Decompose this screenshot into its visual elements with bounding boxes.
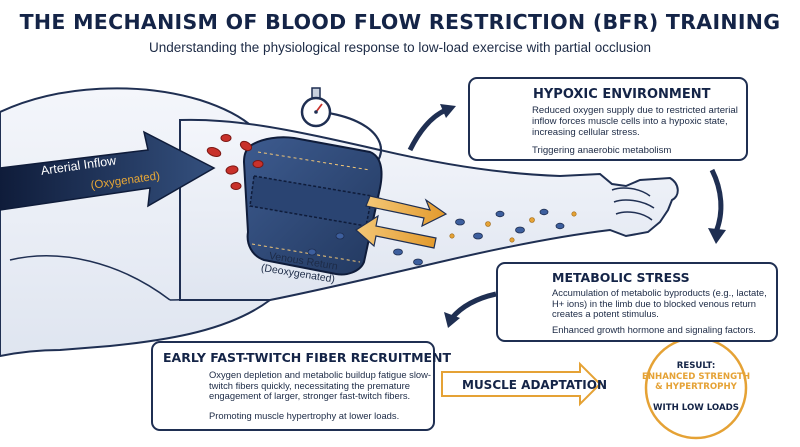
- arrow-to-hypoxic: [407, 107, 448, 152]
- arrow-to-metabolic: [709, 168, 724, 233]
- venous-return-arrow: [355, 214, 437, 249]
- chest-line: [9, 255, 171, 301]
- metabolic-stress-card: METABOLIC STRESS Accumulation of metabol…: [496, 262, 778, 342]
- page-subtitle: Understanding the physiological response…: [148, 40, 652, 55]
- deoxygenated-cells: [307, 208, 565, 266]
- arterial-inflow-arrow: [0, 130, 216, 211]
- muscle-adaptation-label: MUSCLE ADAPTATION: [462, 378, 607, 392]
- fiber-title: EARLY FAST-TWITCH FIBER RECRUITMENT: [163, 350, 452, 365]
- result-highlight: ENHANCED STRENGTH & HYPERTROPHY: [641, 372, 751, 393]
- result-head: RESULT:: [676, 361, 716, 371]
- fiber-body: Oxygen depletion and metabolic buildup f…: [209, 369, 432, 402]
- fiber-note: Promoting muscle hypertrophy at lower lo…: [209, 410, 400, 421]
- hypoxic-environment-card: HYPOXIC ENVIRONMENT Reduced oxygen suppl…: [468, 77, 748, 161]
- hypoxic-title: HYPOXIC ENVIRONMENT: [533, 87, 711, 102]
- red-blood-cells: [206, 134, 264, 190]
- metabolic-note: Enhanced growth hormone and signaling fa…: [552, 324, 756, 335]
- arterial-flow-arrow: [365, 195, 448, 228]
- metabolic-body: Accumulation of metabolic byproducts (e.…: [552, 287, 767, 320]
- fist-fingers: [611, 187, 655, 221]
- fiber-recruitment-card: EARLY FAST-TWITCH FIBER RECRUITMENT Oxyg…: [151, 341, 451, 431]
- hypoxic-body: Reduced oxygen supply due to restricted …: [532, 105, 738, 138]
- page-title: THE MECHANISM OF BLOOD FLOW RESTRICTION …: [19, 10, 781, 34]
- arrow-to-fiber: [450, 291, 497, 320]
- muscle-adaptation-arrow: [441, 361, 602, 407]
- metabolic-title: METABOLIC STRESS: [552, 270, 690, 285]
- result-tail: WITH LOW LOADS: [653, 403, 739, 413]
- hypoxic-note: Triggering anaerobic metabolism: [532, 145, 672, 156]
